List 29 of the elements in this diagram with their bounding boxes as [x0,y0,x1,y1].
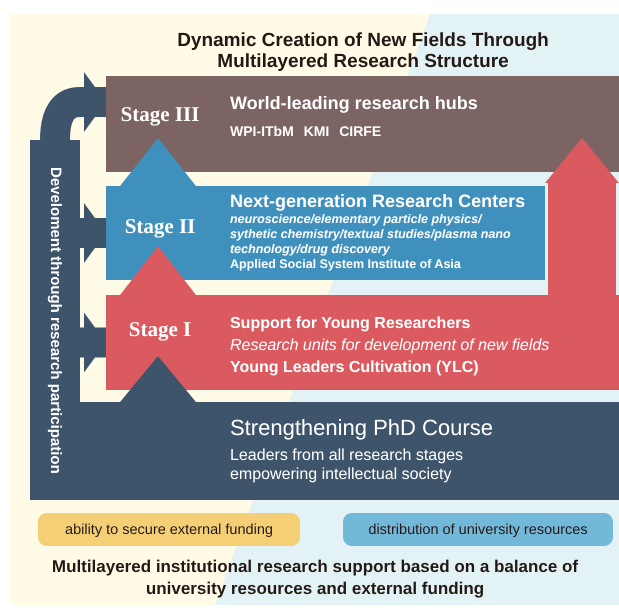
stage-label: Stage I [128,317,192,342]
arrow [40,72,106,140]
arrow [80,312,106,372]
band-text: Young Leaders Cultivation (YLC) [230,358,480,378]
pill-text: distribution of university resources [368,522,588,538]
band-heading: World-leading research hubs [230,92,479,114]
band-text: WPI-ITbM KMI CIRFE [230,122,382,140]
title: Dynamic Creation of New Fields Through Multilayered Research Structure [176,30,550,72]
band-heading: Support for Young Researchers [230,314,472,334]
stage-label: Stage III [120,102,200,127]
band-heading: Next-generation Research Centers [230,190,526,212]
funding-pill [38,513,300,546]
arrow-bar [30,140,80,500]
band-text: Applied Social System Institute of Asia [230,257,462,272]
stage-label: Stage II [124,214,196,239]
field-list: neuroscience/elementary particle physics/ sythetic chemistry/textual studies/plasma nano technology/drug discovery [230,212,530,257]
vertical-label: Develoment through research participation [46,166,65,476]
band-text: Leaders from all research stages empowering intellectual society [230,446,464,484]
caption: Multilayered institutional research support based on a balance of university resources and external funding [50,556,580,600]
band-heading: Strengthening PhD Course [230,414,494,442]
resources-pill [343,513,613,546]
up-arrow [120,138,196,186]
arrow [545,138,619,295]
arrow [80,203,106,263]
up-arrow [120,246,196,295]
up-arrow [120,356,196,402]
band-text: Research units for development of new fields [230,336,550,356]
stage-band [106,76,619,172]
pill-text: ability to secure external funding [65,522,273,538]
